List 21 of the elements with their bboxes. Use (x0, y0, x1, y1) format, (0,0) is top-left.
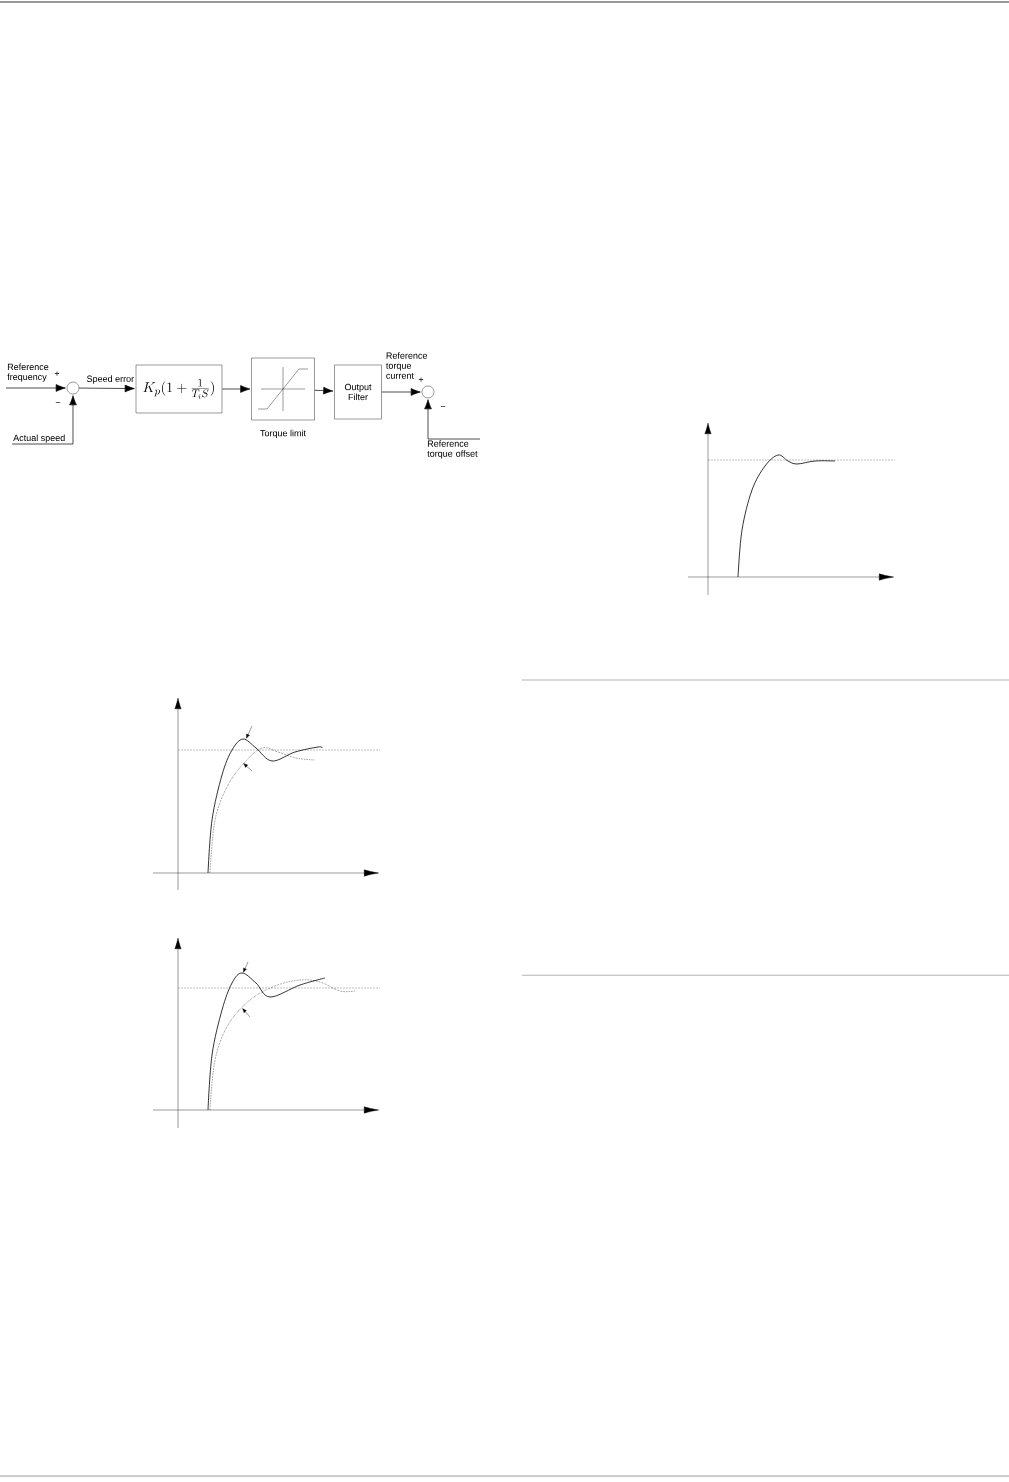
sign-label: − (440, 406, 446, 407)
block-caption: Torque limit (260, 429, 306, 439)
arrow (11, 395, 77, 445)
arrow (381, 388, 421, 396)
arrow (314, 386, 334, 395)
filter-box: Output Filter (334, 364, 382, 420)
sign-label: − (55, 402, 61, 403)
summing-junction (421, 385, 435, 399)
arrow (221, 385, 251, 393)
sign-label: + (54, 371, 60, 376)
signal-label: Actual speed (13, 434, 65, 443)
signal-label: Reference torque offset (427, 440, 478, 459)
summing-junction (66, 381, 80, 395)
arrow (424, 399, 481, 440)
arrow (78, 384, 135, 393)
arrow (5, 384, 66, 392)
torque-limit-box (251, 357, 315, 421)
sign-label: + (418, 377, 424, 382)
signal-label: Reference frequency (7, 363, 49, 382)
controller-box: $K_{p}(1+ \frac{1}{T_{i}S})$ (135, 364, 223, 414)
edge-label: Speed error (85, 374, 136, 385)
